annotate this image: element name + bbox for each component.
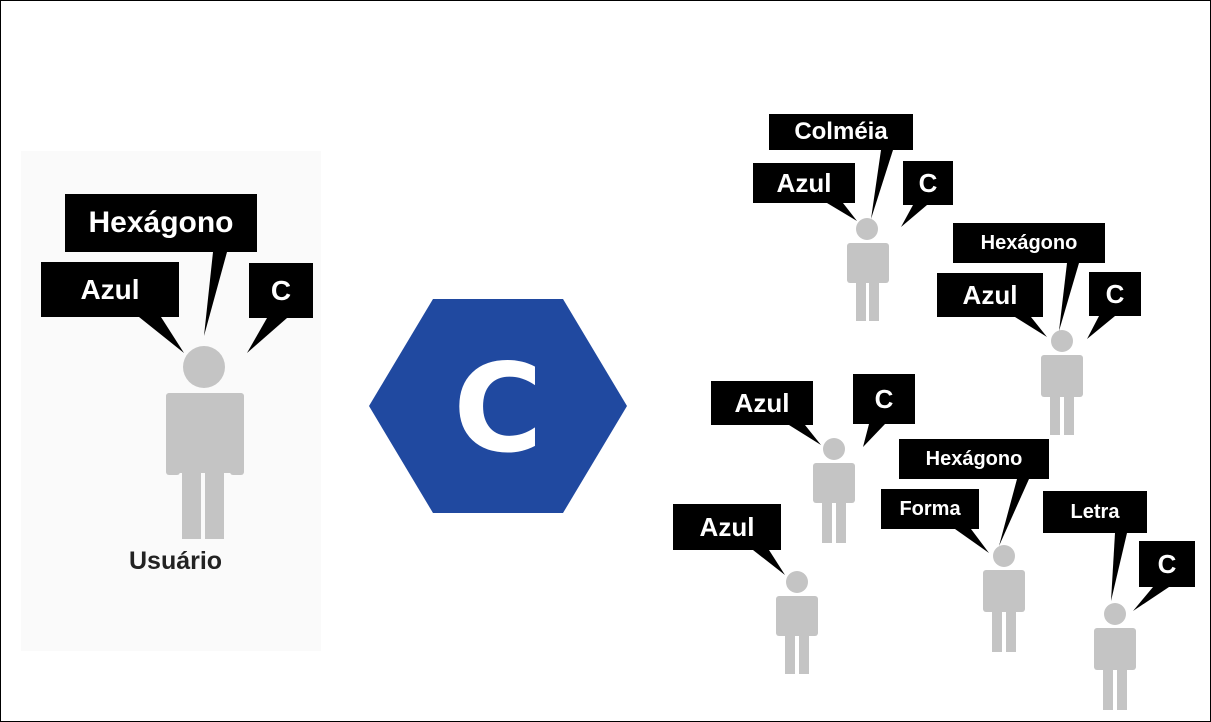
crowd-person-3-bubble-c [853,374,915,447]
crowd-person-4-figure [983,545,1025,652]
crowd-person-4-bubble-hexagono [899,439,1049,546]
crowd-person-4-bubble-forma [881,489,989,553]
crowd-person-6-figure [1094,603,1136,710]
crowd-person-1-bubble-azul [753,163,857,221]
crowd-person-1-bubble-c [901,161,953,227]
crowd-person-2-figure [1041,330,1083,435]
crowd-person-2-bubble-hexagono [953,223,1105,331]
crowd-person-1-bubble-colmeia [769,114,913,219]
crowd-person-2-bubble-c [1087,272,1141,339]
center-hexagon [369,299,627,513]
crowd-person-5-figure [776,571,818,674]
main-user-caption: Usuário [129,547,223,575]
crowd-person-6-bubble-c [1133,541,1195,611]
crowd-person-6-bubble-letra [1043,491,1147,601]
crowd-person-3-bubble-azul [711,381,821,445]
speech-bubble-azul-main [41,262,184,353]
crowd-person-5-bubble-azul [673,504,785,575]
speech-bubble-c-main [247,263,313,353]
main-user-figure [166,346,244,539]
crowd-person-2-bubble-azul [937,273,1047,337]
speech-bubble-hexagono-main [65,194,257,336]
center-hexagon-letter: C [453,338,543,480]
crowd-person-1-figure [847,218,889,321]
crowd-person-3-figure [813,438,855,543]
